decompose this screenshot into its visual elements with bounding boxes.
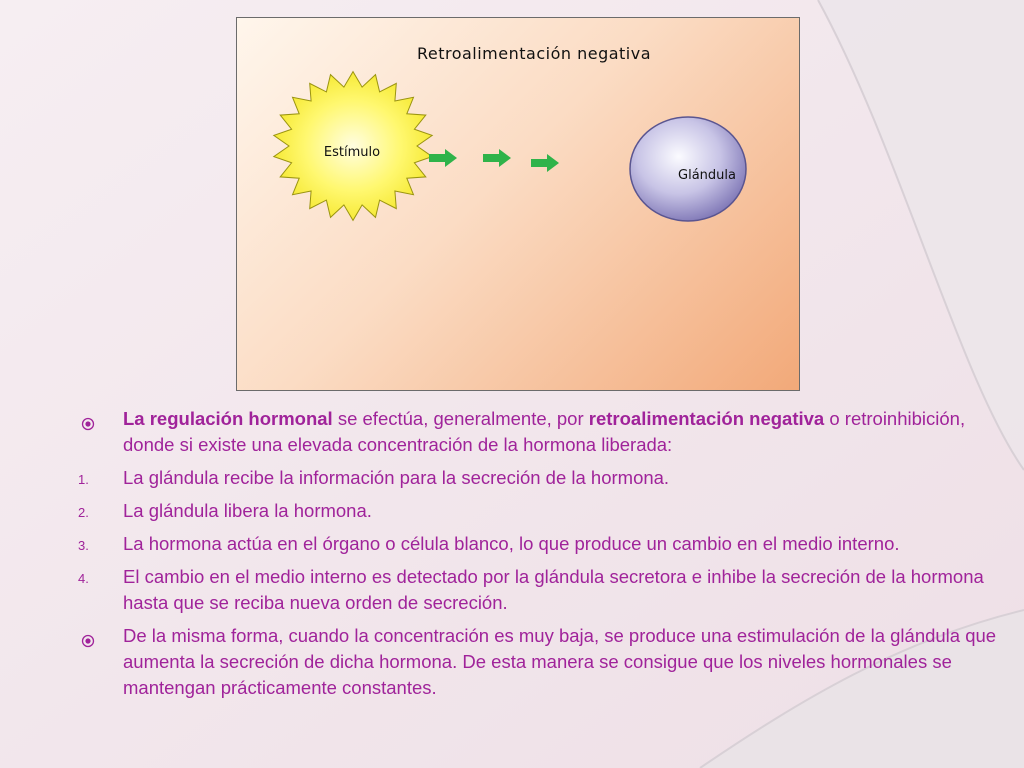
- intro-paragraph: La regulación hormonal se efectúa, gener…: [78, 406, 1008, 458]
- radio-bullet-icon: [81, 412, 95, 438]
- list-number: 4.: [78, 571, 89, 586]
- closing-paragraph: De la misma forma, cuando la concentraci…: [78, 623, 1008, 701]
- arrow-icon: [531, 154, 559, 172]
- intro-bold-term: retroalimentación negativa: [588, 408, 825, 429]
- list-item-text: La glándula recibe la información para l…: [123, 467, 670, 488]
- gland-label: Glándula: [678, 168, 736, 183]
- list-item-text: El cambio en el medio interno es detecta…: [123, 566, 984, 613]
- radio-bullet-icon: [81, 629, 95, 655]
- list-number: 1.: [78, 472, 89, 487]
- list-item-text: La glándula libera la hormona.: [123, 500, 372, 521]
- stimulus-label: Estímulo: [323, 145, 381, 160]
- intro-text: o retroinhibición, donde si existe una e…: [123, 408, 966, 455]
- intro-bold-term: La regulación hormonal: [123, 408, 333, 429]
- arrow-icon: [429, 149, 457, 167]
- gland-oval-shape: [629, 116, 747, 222]
- arrow-icon: [483, 149, 511, 167]
- feedback-diagram: Retroalimentación negativa Estímulo Glán…: [236, 17, 800, 391]
- intro-text: se efectúa, generalmente, por: [332, 408, 589, 429]
- list-item: 4. El cambio en el medio interno es dete…: [78, 564, 1008, 616]
- diagram-title: Retroalimentación negativa: [416, 44, 652, 63]
- list-number: 2.: [78, 505, 89, 520]
- diagram-graphics: [272, 70, 747, 222]
- list-number: 3.: [78, 538, 89, 553]
- closing-text: De la misma forma, cuando la concentraci…: [123, 625, 997, 698]
- list-item-text: La hormona actúa en el órgano o célula b…: [123, 533, 900, 554]
- list-item: 2. La glándula libera la hormona.: [78, 498, 1008, 524]
- list-item: 3. La hormona actúa en el órgano o célul…: [78, 531, 1008, 557]
- slide-body-text: La regulación hormonal se efectúa, gener…: [78, 406, 1008, 708]
- stimulus-burst-shape: [272, 70, 434, 222]
- list-item: 1. La glándula recibe la información par…: [78, 465, 1008, 491]
